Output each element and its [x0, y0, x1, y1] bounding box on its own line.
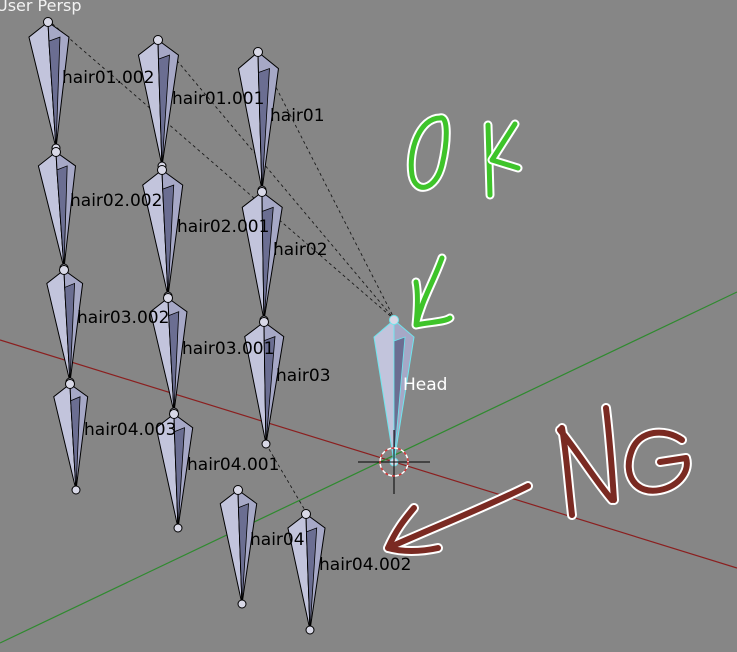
ng-annotation: [383, 403, 692, 556]
bones-layer: [28, 17, 415, 635]
bone[interactable]: [137, 35, 180, 171]
bone-label: hair04: [250, 530, 305, 550]
bone-label: hair02: [273, 240, 328, 260]
bone-label: hair03.001: [182, 339, 275, 359]
bone-label-selected: Head: [403, 375, 448, 395]
ok-annotation: [406, 113, 523, 330]
bone-label: hair02.002: [70, 191, 163, 211]
bone[interactable]: [53, 379, 89, 495]
bone-label: hair01: [270, 106, 325, 126]
bone-label: hair03.002: [77, 308, 170, 328]
viewport-mode-label: User Persp: [0, 0, 82, 15]
bone[interactable]: [237, 47, 280, 195]
y-axis-line: [0, 291, 737, 644]
bone-label: hair04.002: [319, 555, 412, 575]
bone-label: hair04.003: [84, 420, 177, 440]
bone-label: hair02.001: [177, 217, 270, 237]
bone-selected[interactable]: [373, 315, 415, 467]
bone[interactable]: [142, 165, 184, 301]
bone[interactable]: [28, 17, 70, 153]
bone[interactable]: [149, 293, 188, 417]
relationship-lines: [47, 19, 396, 513]
bone-label: hair01.002: [62, 68, 155, 88]
bone[interactable]: [155, 409, 194, 533]
bone[interactable]: [37, 147, 77, 273]
3d-cursor[interactable]: [358, 430, 430, 494]
bone-label: hair03: [276, 366, 331, 386]
bone[interactable]: [241, 187, 283, 325]
bone[interactable]: [287, 509, 326, 635]
bone-label: hair04.001: [187, 455, 280, 475]
x-axis-line: [0, 339, 737, 569]
bone[interactable]: [219, 485, 258, 609]
bone-label: hair01.001: [172, 89, 265, 109]
bone[interactable]: [244, 317, 285, 449]
